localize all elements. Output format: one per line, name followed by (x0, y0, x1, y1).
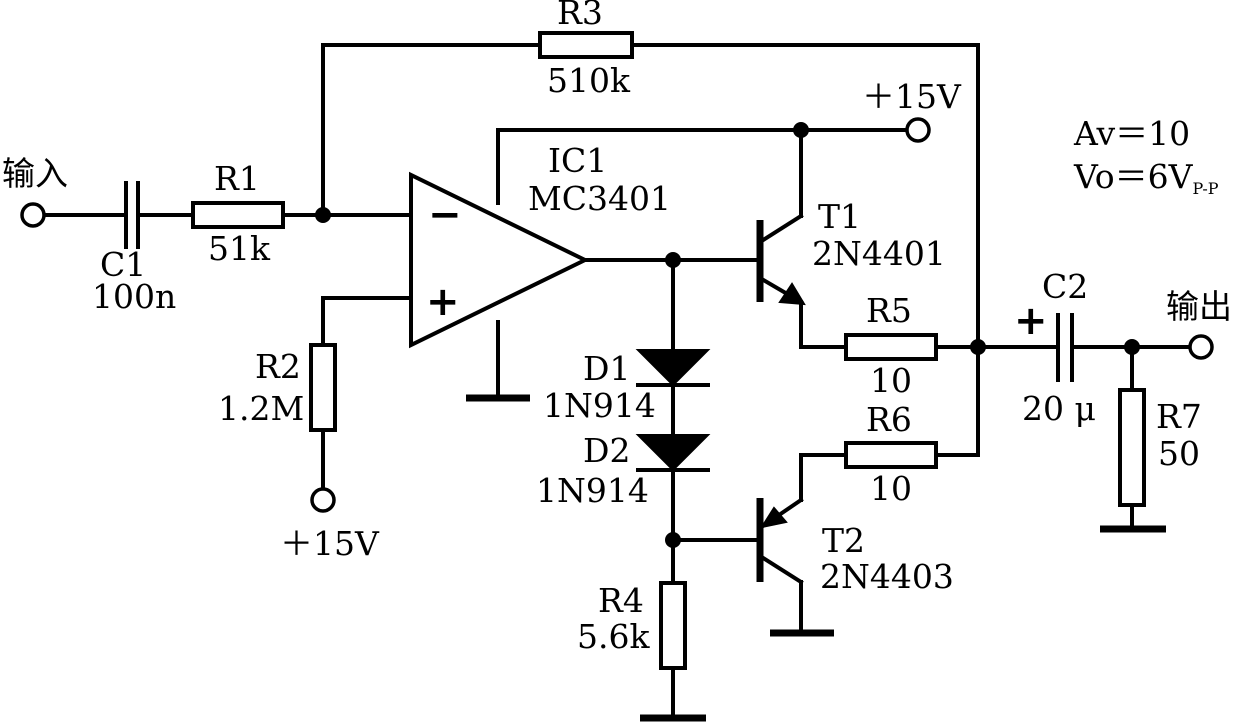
label-d1: D1 (583, 349, 630, 388)
label-r7-value: 50 (1158, 434, 1200, 473)
transistor-t2 (756, 497, 804, 585)
opamp-ic1 (409, 171, 590, 349)
diode-d1 (635, 349, 711, 387)
diode-d2 (635, 434, 711, 472)
grounds (466, 394, 1166, 722)
terminal-input (20, 202, 46, 228)
capacitor-c1 (124, 181, 140, 249)
opamp-minus-sign: − (428, 192, 462, 238)
label-r1-value: 51k (208, 229, 271, 268)
junction-opamp-out (665, 252, 681, 268)
terminal-vcc-r2 (310, 487, 336, 513)
label-vcc-bottom: ＋15V (280, 524, 380, 563)
label-r1: R1 (214, 159, 260, 198)
resistor-r1 (191, 201, 285, 229)
label-r3: R3 (557, 0, 603, 32)
junctions (315, 122, 1140, 548)
label-r4: R4 (598, 581, 644, 620)
label-c2-value: 20 μ (1022, 389, 1096, 428)
label-r4-value: 5.6k (577, 617, 650, 656)
label-vo-subscript: P-P (1193, 179, 1219, 198)
label-ic1-value: MC3401 (528, 179, 671, 218)
t1-emitter-arrow (778, 282, 806, 306)
label-r6: R6 (866, 400, 912, 439)
label-r3-value: 510k (547, 61, 631, 100)
label-r6-value: 10 (870, 469, 912, 508)
label-r7: R7 (1156, 397, 1202, 436)
label-gain: Av＝10 (1073, 114, 1190, 153)
label-t2-value: 2N4403 (820, 557, 954, 596)
label-d1-value: 1N914 (543, 386, 656, 425)
label-c1: C1 (100, 245, 146, 284)
junction-output-node (970, 339, 986, 355)
resistor-r7 (1118, 388, 1146, 507)
c2-polarity-sign: + (1014, 298, 1048, 344)
terminal-output (1188, 334, 1214, 360)
junction-r7 (1124, 339, 1140, 355)
label-ic1: IC1 (548, 141, 607, 180)
junction-t2-base (665, 532, 681, 548)
t2-emitter-arrow (759, 506, 788, 529)
label-input: 输入 (2, 154, 68, 193)
transistor-t1 (756, 213, 806, 306)
resistor-r5 (844, 333, 938, 361)
junction-feedback (315, 207, 331, 223)
junction-vcc (793, 122, 809, 138)
label-r2-value: 1.2M (218, 389, 304, 428)
label-t2: T2 (822, 521, 865, 560)
resistor-r3 (538, 31, 634, 59)
label-vcc-top: ＋15V (862, 77, 962, 116)
label-t1-value: 2N4401 (812, 234, 946, 273)
label-output: 输出 (1166, 287, 1232, 326)
opamp-plus-sign: + (426, 279, 460, 325)
label-t1: T1 (818, 197, 861, 236)
terminals (20, 117, 1214, 513)
label-r2: R2 (255, 347, 301, 386)
label-c1-value: 100n (92, 277, 176, 316)
resistor-r2 (309, 343, 337, 432)
label-d2: D2 (583, 431, 630, 470)
label-d2-value: 1N914 (536, 471, 649, 510)
label-r5: R5 (866, 291, 912, 330)
terminal-vcc-top (905, 117, 931, 143)
label-r5-value: 10 (870, 361, 912, 400)
label-vo-main: Vo＝6V (1073, 157, 1194, 196)
capacitor-c2 (1056, 313, 1074, 382)
label-c2: C2 (1042, 267, 1088, 306)
resistor-r4 (659, 581, 687, 670)
label-vo: Vo＝6VP-P (1073, 157, 1219, 198)
resistor-r6 (844, 441, 938, 469)
